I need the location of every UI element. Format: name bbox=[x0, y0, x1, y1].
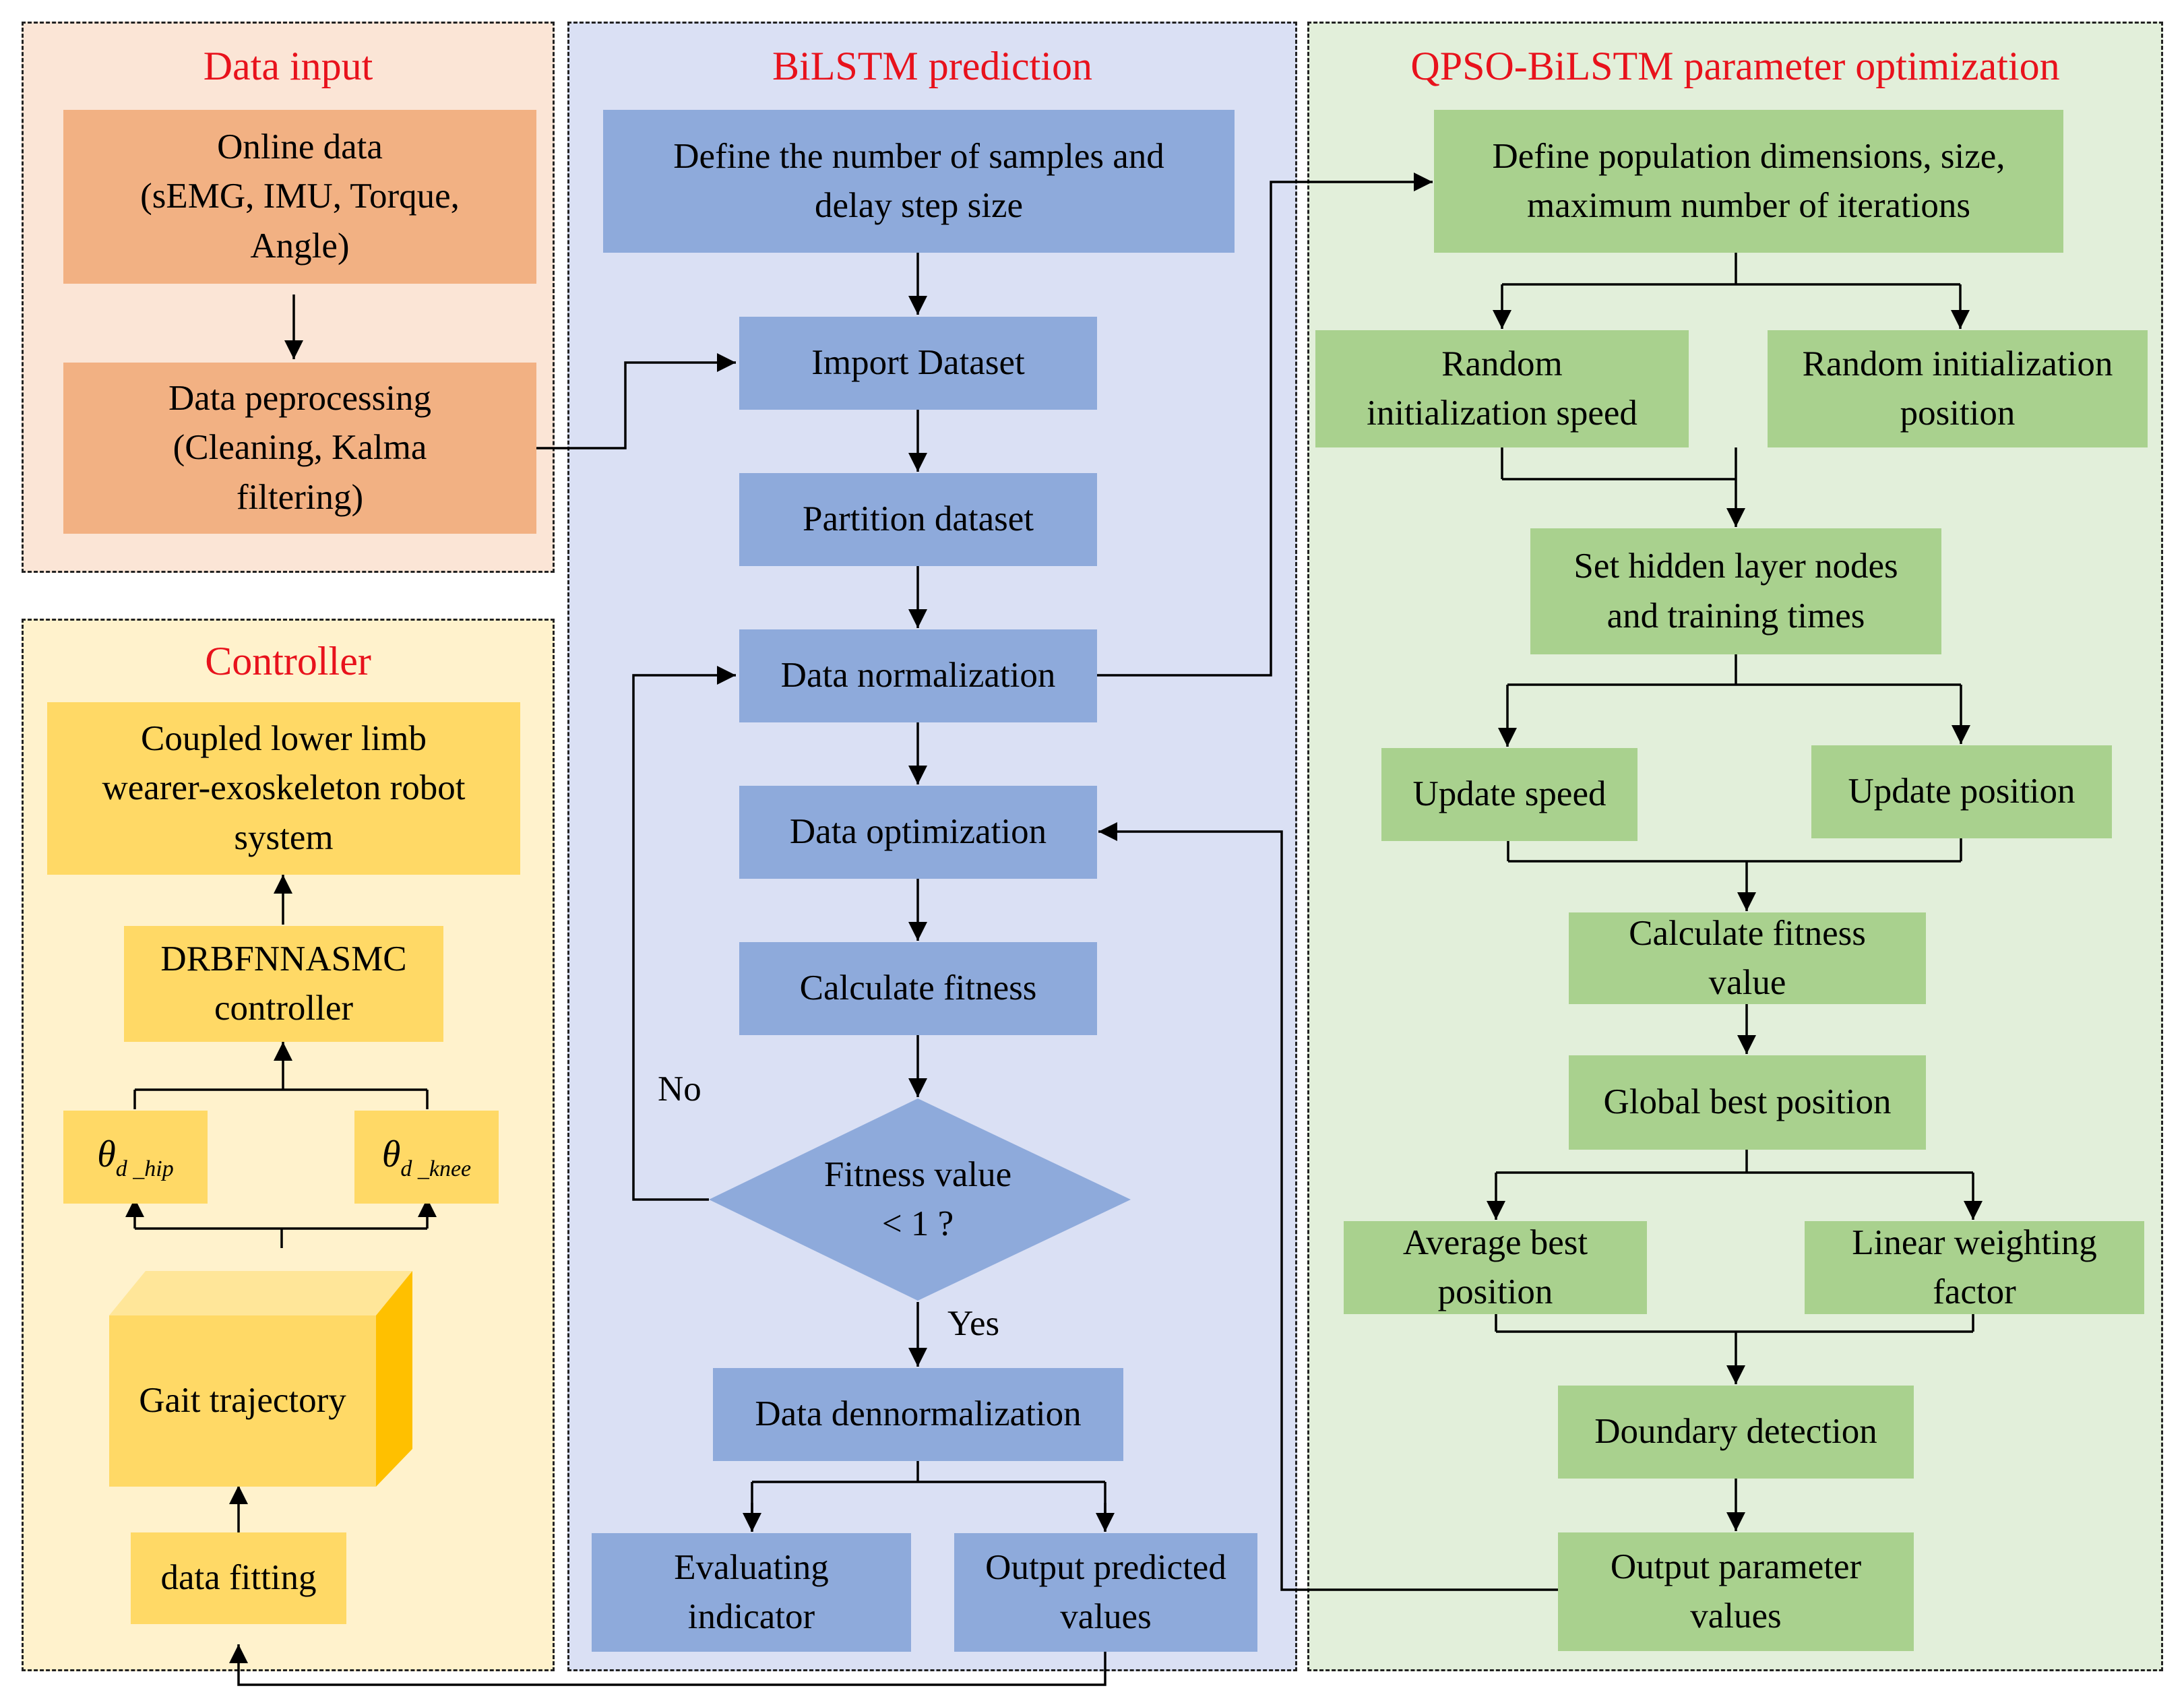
hidden-layer-box: Set hidden layer nodes and training time… bbox=[1530, 528, 1941, 654]
fitness-decision-text: Fitness value < 1 ? bbox=[823, 1154, 1012, 1243]
bilstm-title: BiLSTM prediction bbox=[772, 44, 1092, 88]
theta-hip-glyph: θ bbox=[97, 1134, 116, 1176]
output-parameter-box: Output parameter values bbox=[1558, 1532, 1914, 1651]
drbfnnasmc-controller-box: DRBFNNASMC controller bbox=[124, 926, 443, 1042]
yes-label: Yes bbox=[947, 1304, 1000, 1343]
update-position-box: Update position bbox=[1811, 745, 2112, 838]
calc-fitness-value-box: Calculate fitness value bbox=[1569, 912, 1926, 1004]
theta-hip-subscript: d _hip bbox=[115, 1156, 174, 1182]
theta-knee-subscript: d _knee bbox=[400, 1156, 472, 1182]
theta-knee-box: θd _knee bbox=[354, 1111, 499, 1204]
gait-trajectory-cube bbox=[109, 1271, 412, 1487]
theta-knee-symbol: θd _knee bbox=[382, 1129, 471, 1185]
data-fitting-box: data fitting bbox=[131, 1532, 346, 1624]
data-normalization-box: Data normalization bbox=[739, 629, 1097, 722]
qpso-title: QPSO-BiLSTM parameter optimization bbox=[1410, 44, 2060, 88]
update-speed-box: Update speed bbox=[1381, 748, 1637, 841]
evaluating-indicator-box: Evaluating indicator bbox=[592, 1533, 911, 1652]
data-preprocessing-box: Data peprocessing (Cleaning, Kalma filte… bbox=[63, 363, 536, 534]
partition-dataset-box: Partition dataset bbox=[739, 473, 1097, 566]
import-dataset-box: Import Dataset bbox=[739, 317, 1097, 410]
global-best-box: Global best position bbox=[1569, 1055, 1926, 1150]
average-best-box: Average best position bbox=[1344, 1221, 1647, 1314]
output-predicted-box: Output predicted values bbox=[954, 1533, 1257, 1652]
linear-weighting-box: Linear weighting factor bbox=[1805, 1221, 2144, 1314]
gait-trajectory-label: Gait trajectory bbox=[139, 1381, 346, 1421]
random-position-box: Random initialization position bbox=[1768, 330, 2148, 447]
random-speed-box: Random initialization speed bbox=[1315, 330, 1689, 447]
theta-knee-glyph: θ bbox=[381, 1134, 401, 1176]
data-denormalization-box: Data dennormalization bbox=[713, 1368, 1123, 1461]
no-label: No bbox=[658, 1069, 701, 1109]
boundary-detection-box: Doundary detection bbox=[1558, 1386, 1914, 1479]
data-input-title: Data input bbox=[203, 44, 373, 88]
define-samples-box: Define the number of samples and delay s… bbox=[603, 110, 1235, 253]
coupled-system-box: Coupled lower limb wearer-exoskeleton ro… bbox=[47, 702, 520, 875]
online-data-box: Online data (sEMG, IMU, Torque, Angle) bbox=[63, 110, 536, 284]
calculate-fitness-box: Calculate fitness bbox=[739, 942, 1097, 1035]
fitness-decision-diamond bbox=[709, 1098, 1131, 1301]
theta-hip-symbol: θd _hip bbox=[97, 1129, 173, 1185]
define-population-box: Define population dimensions, size, maxi… bbox=[1434, 110, 2063, 253]
controller-title: Controller bbox=[205, 639, 371, 683]
theta-hip-box: θd _hip bbox=[63, 1111, 208, 1204]
data-optimization-box: Data optimization bbox=[739, 786, 1097, 879]
